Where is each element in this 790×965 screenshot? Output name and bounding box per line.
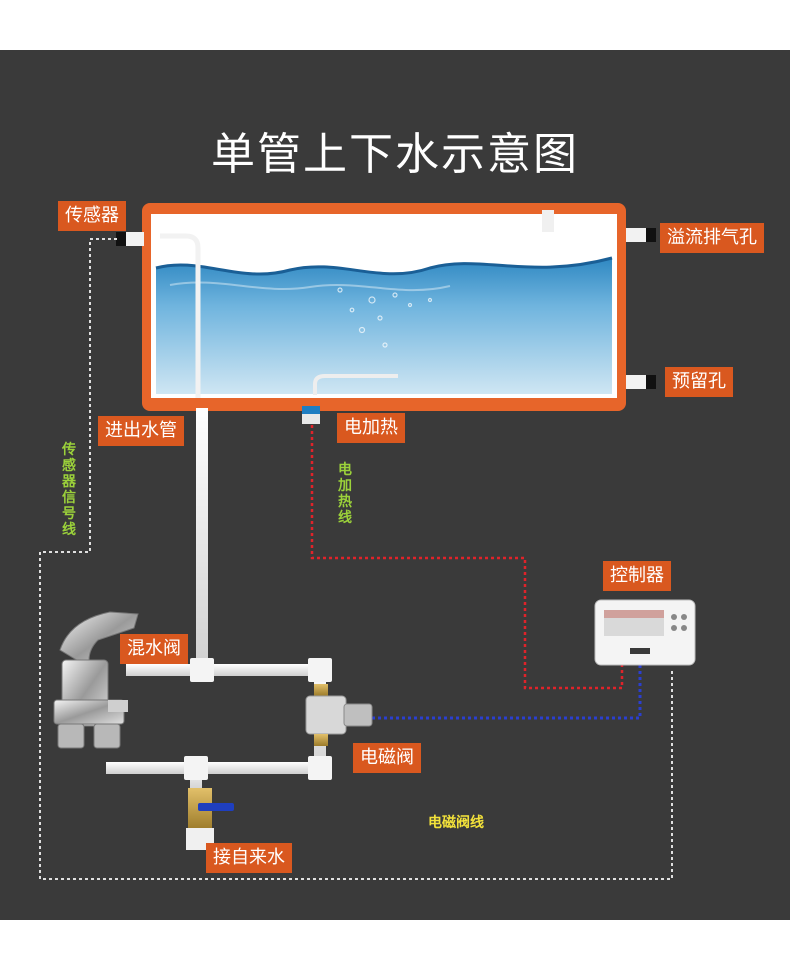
- main-vertical-pipe: [196, 408, 208, 676]
- solenoid-wire: [372, 665, 642, 720]
- internal-pipe: [160, 233, 201, 398]
- diagram-title: 单管上下水示意图: [211, 129, 579, 180]
- solenoid-valve-device: [305, 684, 373, 746]
- sensor-signal-wire-label: 传感器信号线: [62, 442, 76, 538]
- upper-horizontal-pipe: [126, 664, 326, 676]
- controller-device: [594, 599, 696, 666]
- label-reserved-hole: 预留孔: [665, 367, 733, 397]
- water-body: [156, 258, 612, 394]
- heating-wire-label: 电加热线: [338, 462, 352, 526]
- label-sensor: 传感器: [58, 201, 126, 231]
- heating-wire: [310, 425, 624, 690]
- bubbles: [337, 287, 433, 348]
- diagram-background: [0, 50, 790, 920]
- heater-socket: [302, 406, 320, 424]
- label-solenoid-valve: 电磁阀: [353, 743, 421, 773]
- label-controller: 控制器: [603, 561, 671, 591]
- sensor-port: [116, 232, 144, 246]
- lower-horizontal-pipe: [106, 762, 326, 774]
- overflow-vent-port: [626, 228, 656, 242]
- label-in-out-pipe: 进出水管: [98, 416, 184, 446]
- solenoid-wire-label: 电磁阀线: [428, 815, 484, 831]
- label-overflow-vent: 溢流排气孔: [660, 223, 764, 253]
- mixing-valve-device: [53, 611, 139, 749]
- tap-water-valve: [186, 788, 234, 850]
- sensor-signal-wire: [39, 238, 673, 880]
- heating-element: [313, 374, 398, 395]
- label-electric-heating: 电加热: [337, 413, 405, 443]
- reserved-hole-port: [626, 375, 656, 389]
- label-mixing-valve: 混水阀: [120, 634, 188, 664]
- label-tap-water: 接自来水: [206, 843, 292, 873]
- water-tank: [142, 203, 626, 411]
- pipe-network: [106, 408, 332, 792]
